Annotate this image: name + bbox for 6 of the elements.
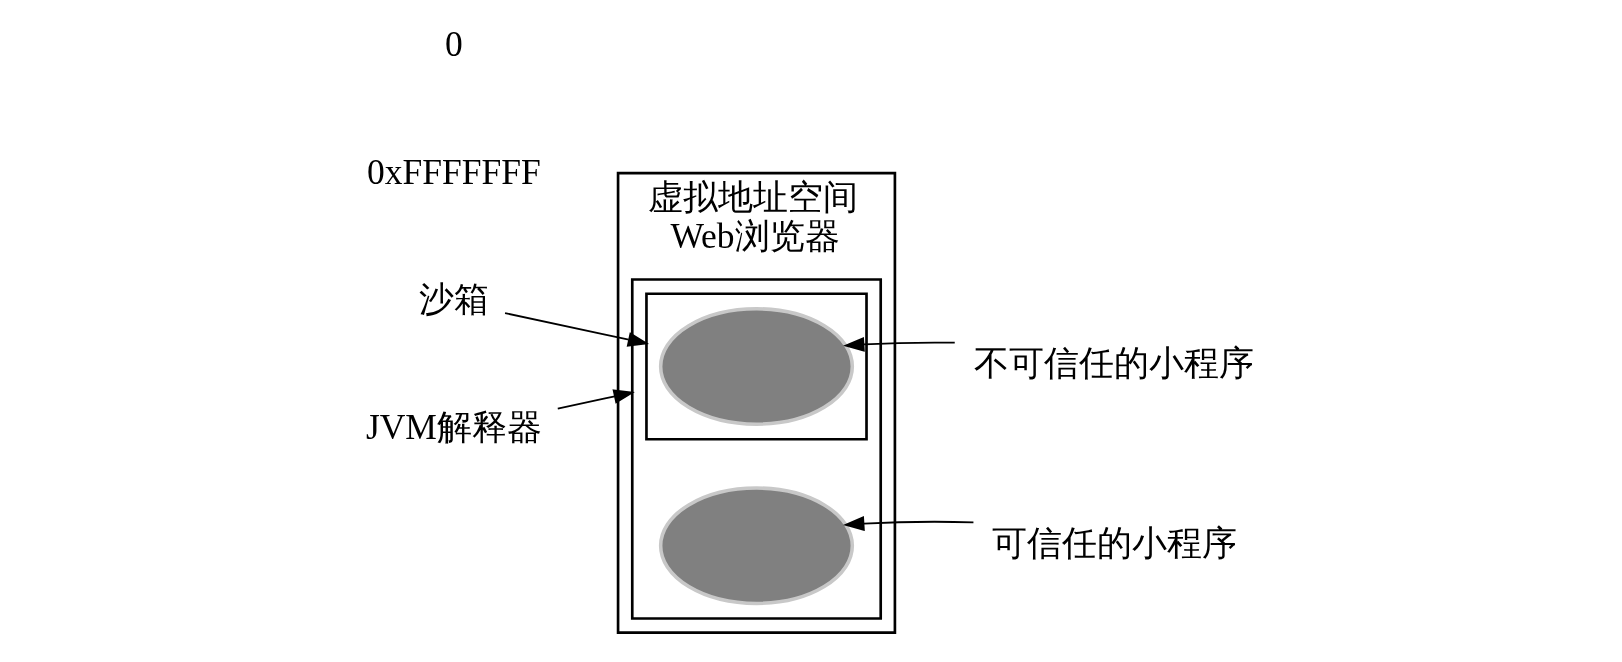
node-label: 0xFFFFFFF <box>366 151 541 192</box>
node-text: 沙箱 <box>418 279 489 320</box>
node-text: JVM解释器 <box>365 407 542 448</box>
node-label: 0 <box>444 23 463 64</box>
node-text: 不可信任的小程序 <box>973 343 1254 384</box>
node-text: 可信任的小程序 <box>991 522 1237 563</box>
